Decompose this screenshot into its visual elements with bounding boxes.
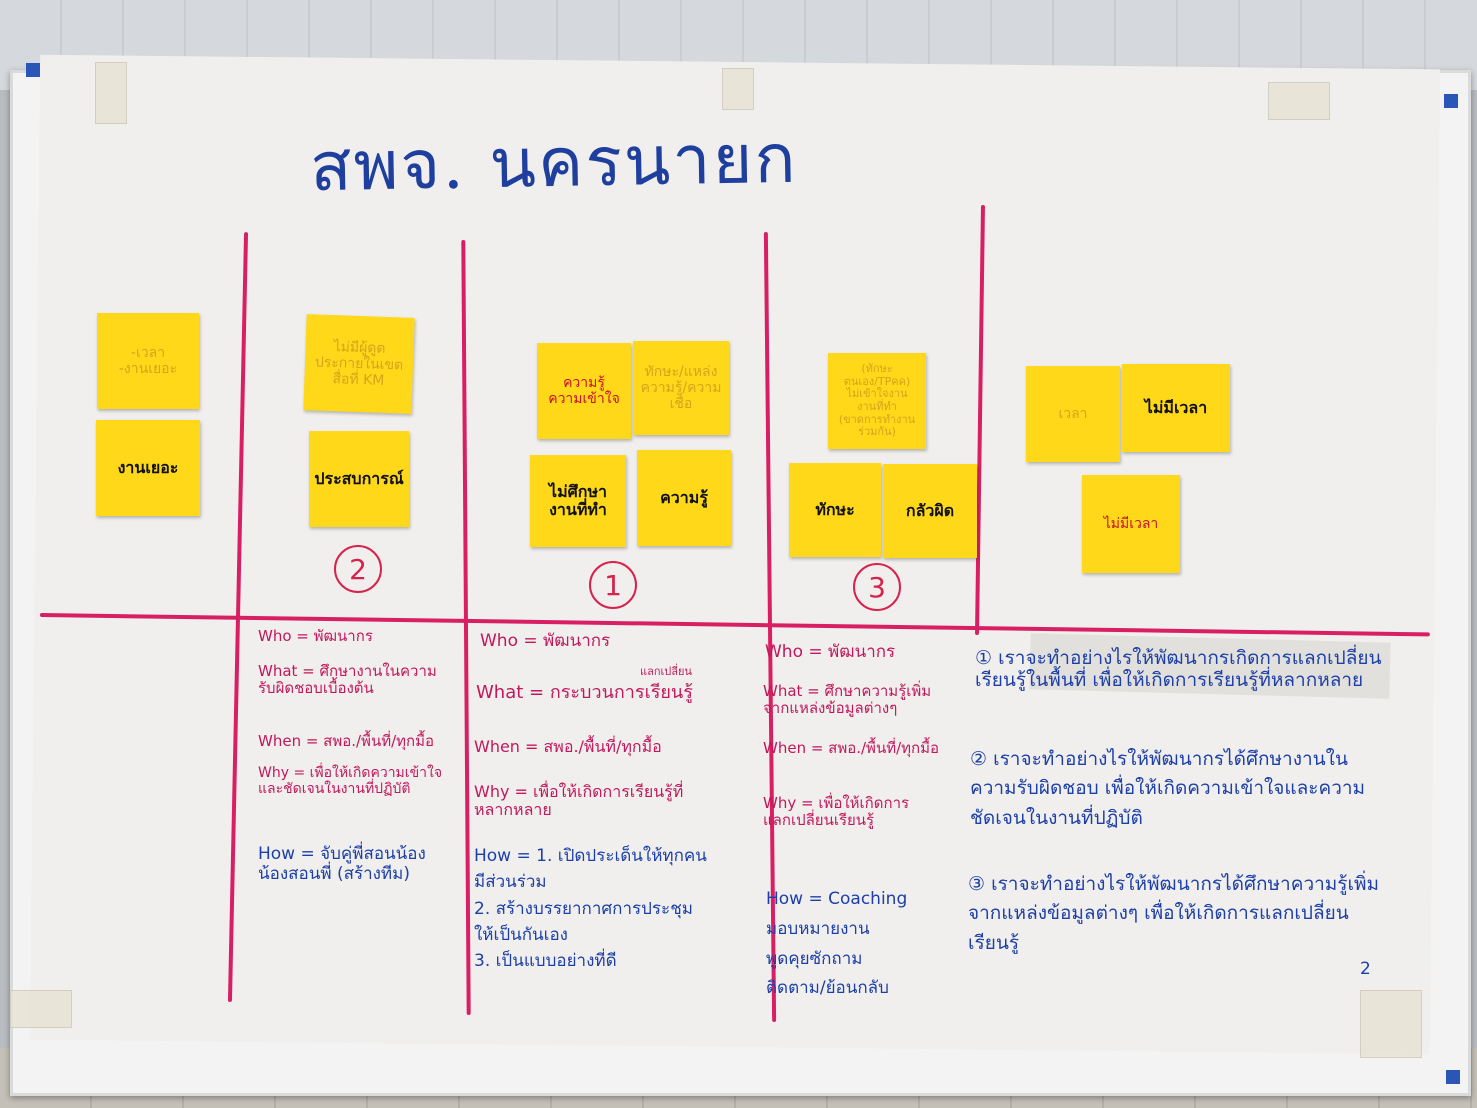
how-text: How = จับคู่พี่สอนน้อง น้องสอนพี่ (สร้าง…: [258, 844, 426, 884]
summary-item: ① เราจะทำอย่างไรให้พัฒนากรเกิดการแลกเปลี…: [975, 647, 1382, 691]
sticky-note-text: เวลา: [1058, 405, 1088, 422]
sticky-note: ไม่มีเวลา: [1082, 475, 1180, 573]
sticky-note: เวลา: [1026, 366, 1120, 462]
sticky-note-text: ไม่มีเวลา: [1144, 397, 1208, 417]
sticky-note: ทักษะ/แหล่ง ความรู้/ความเชื่อ: [633, 341, 729, 435]
sticky-note-text: กลัวผิด: [905, 500, 955, 520]
sticky-note: (ทักษะตนเอง/TPคค) ไม่เข้าใจงาน งานที่ทำ …: [828, 353, 926, 449]
tape: [10, 990, 72, 1028]
sticky-note-text: ทักษะ/แหล่ง ความรู้/ความเชื่อ: [640, 363, 722, 413]
what-text: What = ศึกษาความรู้เพิ่ม จากแหล่งข้อมูลต…: [763, 682, 932, 718]
rank-circle: 1: [589, 561, 637, 609]
tape: [722, 68, 754, 110]
sticky-note-text: ไม่ศึกษา งานที่ทำ: [549, 481, 607, 519]
sticky-note-text: ไม่มีผู้ดูด ประกายในเขต สื่อที่ KM: [314, 338, 404, 389]
summary-item: ③ เราจะทำอย่างไรให้พัฒนากรได้ศึกษาความรู…: [968, 873, 1380, 954]
how-text: How = 1. เปิดประเด็นให้ทุกคน มีส่วนร่วม …: [474, 846, 707, 972]
what-text: What = ศึกษางานในความ รับผิดชอบเบื้องต้น: [258, 662, 437, 698]
sticky-note-text: ทักษะ: [815, 499, 855, 519]
page-number: 2: [1360, 959, 1371, 979]
sticky-note: ทักษะ: [789, 463, 881, 557]
sticky-note-text: ความรู้: [660, 487, 708, 507]
sticky-note: ไม่ศึกษา งานที่ทำ: [530, 455, 626, 547]
rank-circle: 2: [334, 545, 382, 593]
rank-circle: 3: [853, 563, 901, 611]
when-text: When = สพอ./พื้นที่/ทุกมื้อ: [763, 739, 940, 757]
sticky-note: ความรู้ ความเข้าใจ: [537, 343, 631, 439]
tape: [1360, 990, 1422, 1058]
why-text: Why = เพื่อให้เกิดการ แลกเปลี่ยนเรียนรู้: [763, 794, 910, 830]
sticky-note-text: -เวลา -งานเยอะ: [118, 344, 178, 377]
what-note-text: แลกเปลี่ยน: [640, 665, 692, 678]
sticky-note: -เวลา -งานเยอะ: [97, 313, 199, 409]
who-text: Who = พัฒนากร: [765, 642, 896, 662]
sticky-note: กลัวผิด: [883, 464, 977, 558]
board-title: สพจ. นครนายก: [309, 119, 799, 208]
tape: [95, 62, 127, 124]
sticky-note: ไม่มีผู้ดูด ประกายในเขต สื่อที่ KM: [303, 314, 415, 414]
board-corner-marker: [1444, 94, 1458, 108]
sticky-note: ความรู้: [637, 450, 731, 546]
sticky-note: ประสบการณ์: [309, 431, 409, 527]
what-text: What = กระบวนการเรียนรู้: [476, 682, 693, 703]
summary-item: ② เราจะทำอย่างไรให้พัฒนากรได้ศึกษางานใน …: [970, 748, 1366, 829]
sticky-note: งานเยอะ: [96, 420, 200, 516]
sticky-note-text: ไม่มีเวลา: [1103, 515, 1159, 532]
why-text: Why = เพื่อให้เกิดความเข้าใจ และชัดเจนใน…: [258, 765, 443, 798]
tape: [1268, 82, 1330, 120]
when-text: When = สพอ./พื้นที่/ทุกมื้อ: [258, 732, 435, 750]
sticky-note-text: ประสบการณ์: [314, 468, 404, 488]
who-text: Who = พัฒนากร: [258, 627, 373, 645]
sticky-note-text: งานเยอะ: [117, 457, 179, 477]
sticky-note: ไม่มีเวลา: [1122, 364, 1230, 452]
who-text: Who = พัฒนากร: [480, 631, 611, 651]
how-text: How = Coaching มอบหมายงาน พูดคุยซักถาม ต…: [766, 889, 908, 999]
why-text: Why = เพื่อให้เกิดการเรียนรู้ที่ หลากหลา…: [474, 782, 684, 820]
sticky-note-text: (ทักษะตนเอง/TPคค) ไม่เข้าใจงาน งานที่ทำ …: [838, 362, 916, 439]
board-corner-marker: [1446, 1070, 1460, 1084]
when-text: When = สพอ./พื้นที่/ทุกมื้อ: [474, 737, 662, 756]
board-corner-marker: [26, 63, 40, 77]
sticky-note-text: ความรู้ ความเข้าใจ: [548, 374, 620, 407]
